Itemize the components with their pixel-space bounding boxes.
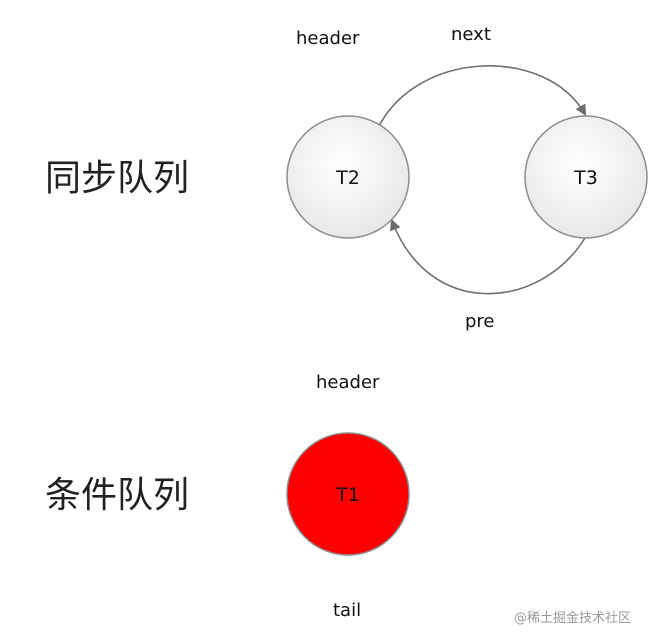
condition-queue-title: 条件队列 — [45, 475, 189, 516]
sync-node-t2-label: T2 — [335, 167, 360, 189]
condition-header-label: header — [316, 372, 380, 393]
sync-queue-title: 同步队列 — [45, 158, 189, 199]
pre-label: pre — [465, 311, 495, 332]
condition-node-t1 — [286, 432, 410, 556]
condition-node-t1-label: T1 — [335, 484, 360, 506]
sync-node-t3-label: T3 — [573, 167, 598, 189]
sync-node-t2 — [286, 115, 410, 239]
sync-node-t3 — [524, 115, 648, 239]
watermark-text: @稀土掘金技术社区 — [514, 610, 631, 626]
next-arrow — [376, 65, 587, 131]
tail-label: tail — [333, 600, 361, 621]
sync-header-label: header — [296, 28, 360, 49]
pre-arrow — [389, 218, 586, 295]
next-label: next — [451, 24, 491, 45]
